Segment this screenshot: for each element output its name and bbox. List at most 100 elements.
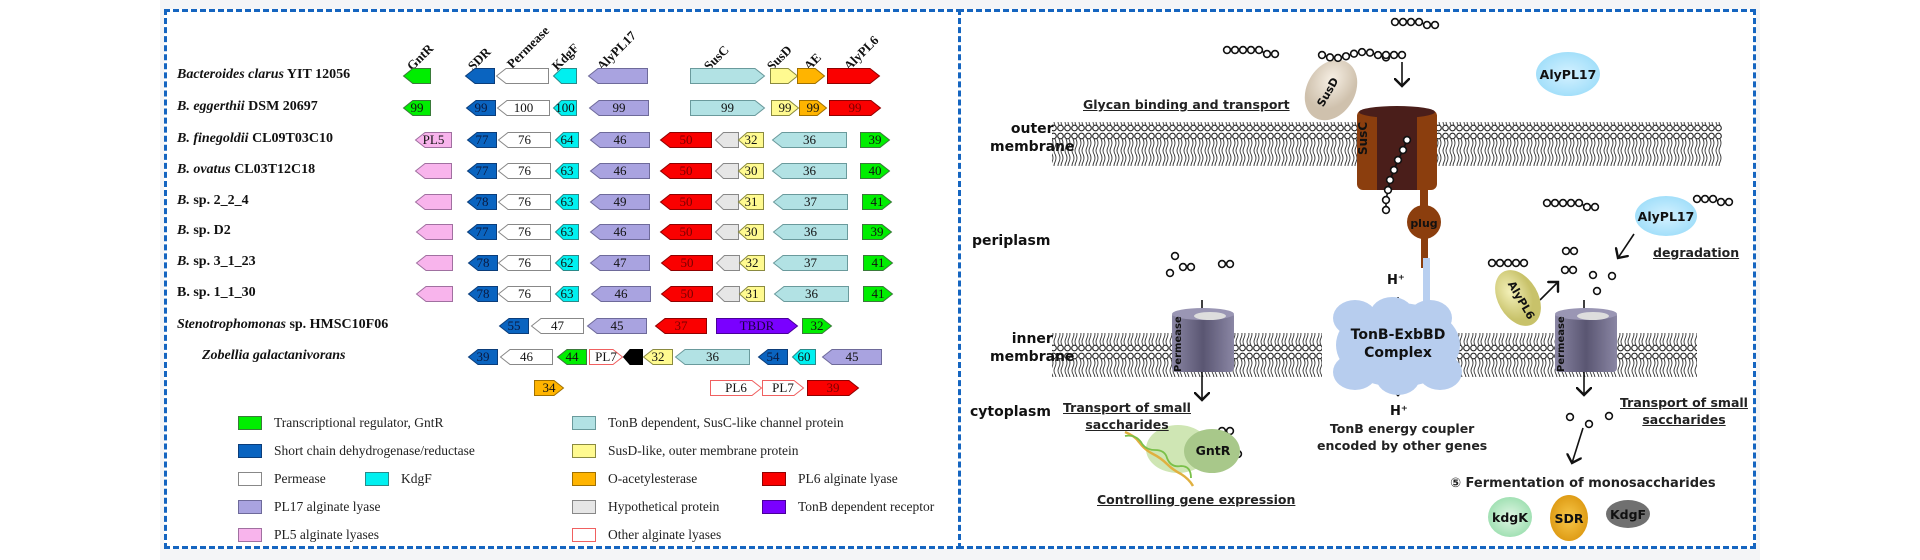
gene-arrow-shape <box>589 132 650 148</box>
gene-pl6-left: 50 <box>659 132 712 148</box>
gene-identity-label: 37 <box>674 318 688 333</box>
gene-identity-label: 76 <box>518 286 531 301</box>
gene-identity-label: 31 <box>744 194 758 209</box>
glycan-chain <box>1692 194 1734 207</box>
tonb-exbbd-label: TonB-ExbBD Complex <box>1350 327 1446 361</box>
glycan-binding-annotation: Glycan binding and transport <box>1083 97 1290 112</box>
gene-arrow-shape <box>757 349 788 365</box>
gene-arrow-shape <box>772 194 848 210</box>
gene-identity-label: 36 <box>706 349 719 364</box>
monosaccharide <box>1604 411 1614 421</box>
gene-kdgf-left: 63 <box>554 194 579 210</box>
monosaccharide <box>1592 286 1602 296</box>
gene-sdr-left: 99 <box>465 100 496 116</box>
gene-kdgf-left: 63 <box>554 286 579 302</box>
gene-arrow-shape <box>589 224 650 240</box>
gene-pl6-right <box>827 68 881 84</box>
gene-arrow-shape <box>402 100 431 116</box>
monosaccharide <box>1170 251 1180 261</box>
arrow-alypl6 <box>1539 282 1558 301</box>
degradation-annotation: degradation <box>1653 245 1740 260</box>
gene-pl5-left <box>415 286 453 302</box>
gene-arrow-shape <box>554 194 579 210</box>
gene-identity-label: 99 <box>612 100 626 115</box>
gene-susc-left: 37 <box>772 255 848 271</box>
gene-arrow-shape <box>534 380 565 396</box>
alypl17-protein-periplasm: AlyPL17 <box>1635 196 1697 236</box>
glycan-chain <box>1487 258 1529 268</box>
organism-label: B. sp. 3_1_23 <box>177 254 256 269</box>
gene-arrow-shape <box>622 349 643 365</box>
gene-arrow-shape <box>552 100 577 116</box>
gene-identity-label: 100 <box>555 100 575 115</box>
monosaccharide <box>1565 412 1575 422</box>
h-plus-bottom: H⁺ <box>1390 404 1408 419</box>
gene-permease-left: 76 <box>497 163 551 179</box>
organism-label: B. sp. 1_1_30 <box>177 285 256 300</box>
gene-identity-label: 77 <box>475 132 489 147</box>
legend-label: Other alginate lyases <box>608 527 722 542</box>
legend-swatch <box>572 472 596 486</box>
disaccharide <box>1561 246 1579 256</box>
gene-susc-left: 36 <box>771 132 847 148</box>
periplasm-label: periplasm <box>972 233 1051 249</box>
gene-identity-label: 99 <box>806 100 820 115</box>
gene-arrow-shape <box>497 255 551 271</box>
gene-arrow-shape <box>821 349 882 365</box>
gene-identity-label: 46 <box>613 163 627 178</box>
gene-permease-left <box>495 68 549 84</box>
gene-identity-label: 46 <box>520 349 533 364</box>
gene-pl6-right: 99 <box>829 100 882 116</box>
legend-label: PL17 alginate lyase <box>274 499 381 514</box>
gene-identity-label: 78 <box>475 194 489 209</box>
gene-arrow-shape <box>554 163 579 179</box>
gene-permease-left: 76 <box>497 194 551 210</box>
gene-arrow-shape <box>465 100 496 116</box>
gene-arrow-shape <box>499 349 553 365</box>
gene-identity-label: 99 <box>474 100 488 115</box>
gntr-label: GntR <box>1195 442 1231 458</box>
gene-arrow-shape <box>415 255 453 271</box>
gene-permease-left: 46 <box>499 349 553 365</box>
gene-identity-label: 54 <box>766 349 780 364</box>
gene-ae-right: 99 <box>799 100 828 116</box>
gene-identity-label: 99 <box>778 100 792 115</box>
permease-right <box>1555 308 1617 372</box>
gene-arrow-shape <box>797 68 826 84</box>
gene-arrow-shape <box>737 194 764 210</box>
gene-gntr-right: 39 <box>862 224 893 240</box>
gene-other-right: PL7 <box>589 349 624 365</box>
gene-pl5-left <box>415 255 453 271</box>
gene-pl17-left <box>587 68 648 84</box>
legend-swatch <box>238 416 262 430</box>
gene-gntr-right: 41 <box>863 255 894 271</box>
monosaccharide <box>1607 271 1617 281</box>
gene-kdgf-left: 100 <box>552 100 577 116</box>
disaccharide <box>1178 262 1196 272</box>
legend-swatch <box>572 500 596 514</box>
gene-arrow-shape <box>660 286 713 302</box>
legend-label: Transcriptional regulator, GntR <box>274 415 444 430</box>
gene-arrow-shape <box>771 132 847 148</box>
gene-black-left <box>622 349 643 365</box>
susc-channel <box>1357 106 1441 306</box>
gene-permease-left: 76 <box>497 132 551 148</box>
gene-pl5-left <box>415 224 453 240</box>
gene-pl17-left: 45 <box>586 318 647 334</box>
transport-annotation-right: Transport of small saccharides <box>1620 395 1748 427</box>
gene-identity-label: 46 <box>613 132 627 147</box>
permease-left-label: Permease <box>1173 316 1184 372</box>
monosaccharide <box>1165 268 1175 278</box>
gene-permease-left: 100 <box>496 100 550 116</box>
gene-susc-left: 36 <box>674 349 750 365</box>
gene-sdr-left: 77 <box>466 163 497 179</box>
gene-identity-label: 46 <box>614 286 628 301</box>
gene-identity-label: 50 <box>679 132 693 147</box>
gene-arrow-shape <box>466 132 497 148</box>
alypl6-protein <box>1495 270 1541 326</box>
gene-identity-label: 55 <box>507 318 521 333</box>
transport-annotation-left: Transport of small saccharides <box>1063 400 1191 432</box>
gene-identity-label: 47 <box>613 255 627 270</box>
gene-sdr-left: 77 <box>466 132 497 148</box>
gene-arrow-shape <box>862 194 893 210</box>
